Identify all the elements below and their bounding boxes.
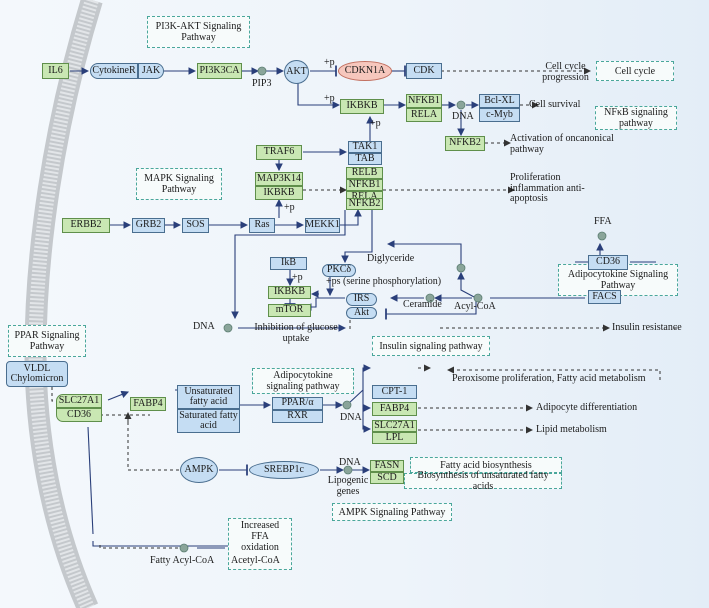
ceramide-label: Ceramide xyxy=(403,299,442,310)
unsaturated-fa-biosynthesis-box: Biosynthesis of unsaturated fatty acids xyxy=(404,470,562,492)
mekk1-node: MEKK1 xyxy=(305,218,340,233)
plus-p-label: +p xyxy=(292,272,303,283)
nfkb1-b-node: NFKB1 xyxy=(346,179,383,191)
cell-survival-label: Cell survival xyxy=(529,99,581,110)
diglyceride-label: Diglyceride xyxy=(367,253,415,264)
increased-ffa-box: Increased FFA oxidation xyxy=(228,518,292,570)
scd-node: SCD xyxy=(370,472,404,484)
cytokiner-node: CytokineR xyxy=(90,63,138,79)
nfkb2-b-node: NFKB2 xyxy=(346,198,383,210)
plus-p-label: +p xyxy=(324,93,335,104)
slc27a1-left-node: SLC27A1 xyxy=(56,394,102,408)
insulin-pathway-box: Insulin signaling pathway xyxy=(372,336,490,356)
nfkb1-node: NFKB1 xyxy=(406,94,442,108)
relb-node: RELB xyxy=(346,167,383,179)
inhibition-label: Inhibition of glucose uptake xyxy=(254,322,338,344)
proliferation-label: Proliferation inflammation anti-apoptosi… xyxy=(510,172,585,204)
map3k14-node: MAP3K14 xyxy=(255,172,303,186)
rela-node: RELA xyxy=(406,108,442,122)
plus-p-label: +p xyxy=(284,202,295,213)
pi3kca-node: PI3K3CA xyxy=(197,63,242,79)
sos-node: SOS xyxy=(182,218,209,233)
mapk-pathway-box: MAPK Signaling Pathway xyxy=(136,168,222,200)
ikbkb-low-node: IKBKB xyxy=(268,286,311,299)
srebp1c-node: SREBP1c xyxy=(249,461,319,479)
akt-low-node: Akt xyxy=(346,307,377,319)
ikbkb-top-node: IKBKB xyxy=(340,99,384,114)
activation-label: Activation of oncanonical pathway xyxy=(510,133,614,155)
ampk-node: AMPK xyxy=(180,457,218,483)
cdk-node: CDK xyxy=(406,63,442,79)
acetyl-coa-label: Acetyl-CoA xyxy=(231,555,280,566)
bclxl-node: Bcl-XL xyxy=(479,94,520,108)
acyl-coa-label: Acyl-CoA xyxy=(454,301,496,312)
facs-node: FACS xyxy=(588,290,621,304)
traf6-node: TRAF6 xyxy=(256,145,302,160)
sat-fa-node: Saturated fatty acid xyxy=(177,409,240,433)
rxr-node: RXR xyxy=(272,410,323,423)
lipid-metabolism-label: Lipid metabolism xyxy=(536,424,607,435)
plus-p-label: +p xyxy=(324,57,335,68)
adipocytokine-pathway-box-mid: Adipocytokine signaling pathway xyxy=(252,368,354,394)
nfkb-pathway-box: NFκB signaling pathway xyxy=(595,106,677,130)
cpt1-node: CPT-1 xyxy=(372,385,417,399)
il6-node: IL6 xyxy=(42,63,69,79)
vldl-node: VLDL Chylomicron xyxy=(6,361,68,387)
ikbkb-mid-node: IKBKB xyxy=(255,186,303,200)
dna-label: DNA xyxy=(452,111,474,122)
adipocyte-diff-label: Adipocyte differentiation xyxy=(536,402,638,413)
ras-node: Ras xyxy=(249,218,275,233)
increased-ffa-label: Increased FFA oxidation xyxy=(240,520,280,553)
lpl-node: LPL xyxy=(372,432,417,444)
erbb2-node: ERBB2 xyxy=(62,218,110,233)
peroxisome-label: Peroxisome proliferation, Fatty acid met… xyxy=(452,373,646,384)
nfkb2-top-node: NFKB2 xyxy=(445,136,485,151)
mtor-node: mTOR xyxy=(268,304,311,317)
ps-label: +ps (serine phosphorylation) xyxy=(326,276,442,287)
plus-p-label: +p xyxy=(370,118,381,129)
tak1-node: TAK1 xyxy=(348,141,382,153)
dna-label: DNA xyxy=(339,457,361,468)
irs-node: IRS xyxy=(346,293,377,306)
cd36-left-node: CD36 xyxy=(56,408,102,422)
lipogenic-label: Lipogenic genes xyxy=(327,475,369,497)
ppar-node: PPAR/α xyxy=(272,397,323,410)
jak-node: JAK xyxy=(138,63,164,79)
cmyb-node: c-Myb xyxy=(479,108,520,122)
pip3-label: PIP3 xyxy=(252,78,272,89)
cdkn1a-node: CDKN1A xyxy=(338,61,392,81)
fatty-acyl-coa-label: Fatty Acyl-CoA xyxy=(150,555,215,566)
cell-membrane xyxy=(24,0,103,608)
dna-label: DNA xyxy=(340,412,362,423)
dna-label: DNA xyxy=(193,321,215,332)
ppar-pathway-box: PPAR Signaling Pathway xyxy=(8,325,86,357)
cd36-right-node: CD36 xyxy=(588,255,628,270)
pkc-node: PKCδ xyxy=(322,264,356,277)
pi3k-akt-pathway-box: PI3K-AKT Signaling Pathway xyxy=(147,16,250,48)
ampk-pathway-box: AMPK Signaling Pathway xyxy=(332,503,452,521)
fabp4-right-node: FABP4 xyxy=(372,402,417,416)
cell-cycle-progression-label: Cell cycle progression xyxy=(542,61,589,83)
cell-cycle-pathway-box: Cell cycle xyxy=(596,61,674,81)
insulin-resistance-label: Insulin resistance xyxy=(612,322,682,333)
akt-node: AKT xyxy=(284,60,309,84)
unsat-fa-node: Unsaturated fatty acid xyxy=(177,385,240,409)
ikb-node: IkB xyxy=(270,257,307,270)
tab-node: TAB xyxy=(348,153,382,165)
slc27a1-right-node: SLC27A1 xyxy=(372,420,417,432)
ffa-label: FFA xyxy=(594,216,612,227)
grb2-node: GRB2 xyxy=(132,218,165,233)
fasn-node: FASN xyxy=(370,460,404,472)
fabp4-left-node: FABP4 xyxy=(130,397,166,411)
fatty-acid-biosynthesis-box: Fatty acid biosynthesis xyxy=(410,457,562,473)
